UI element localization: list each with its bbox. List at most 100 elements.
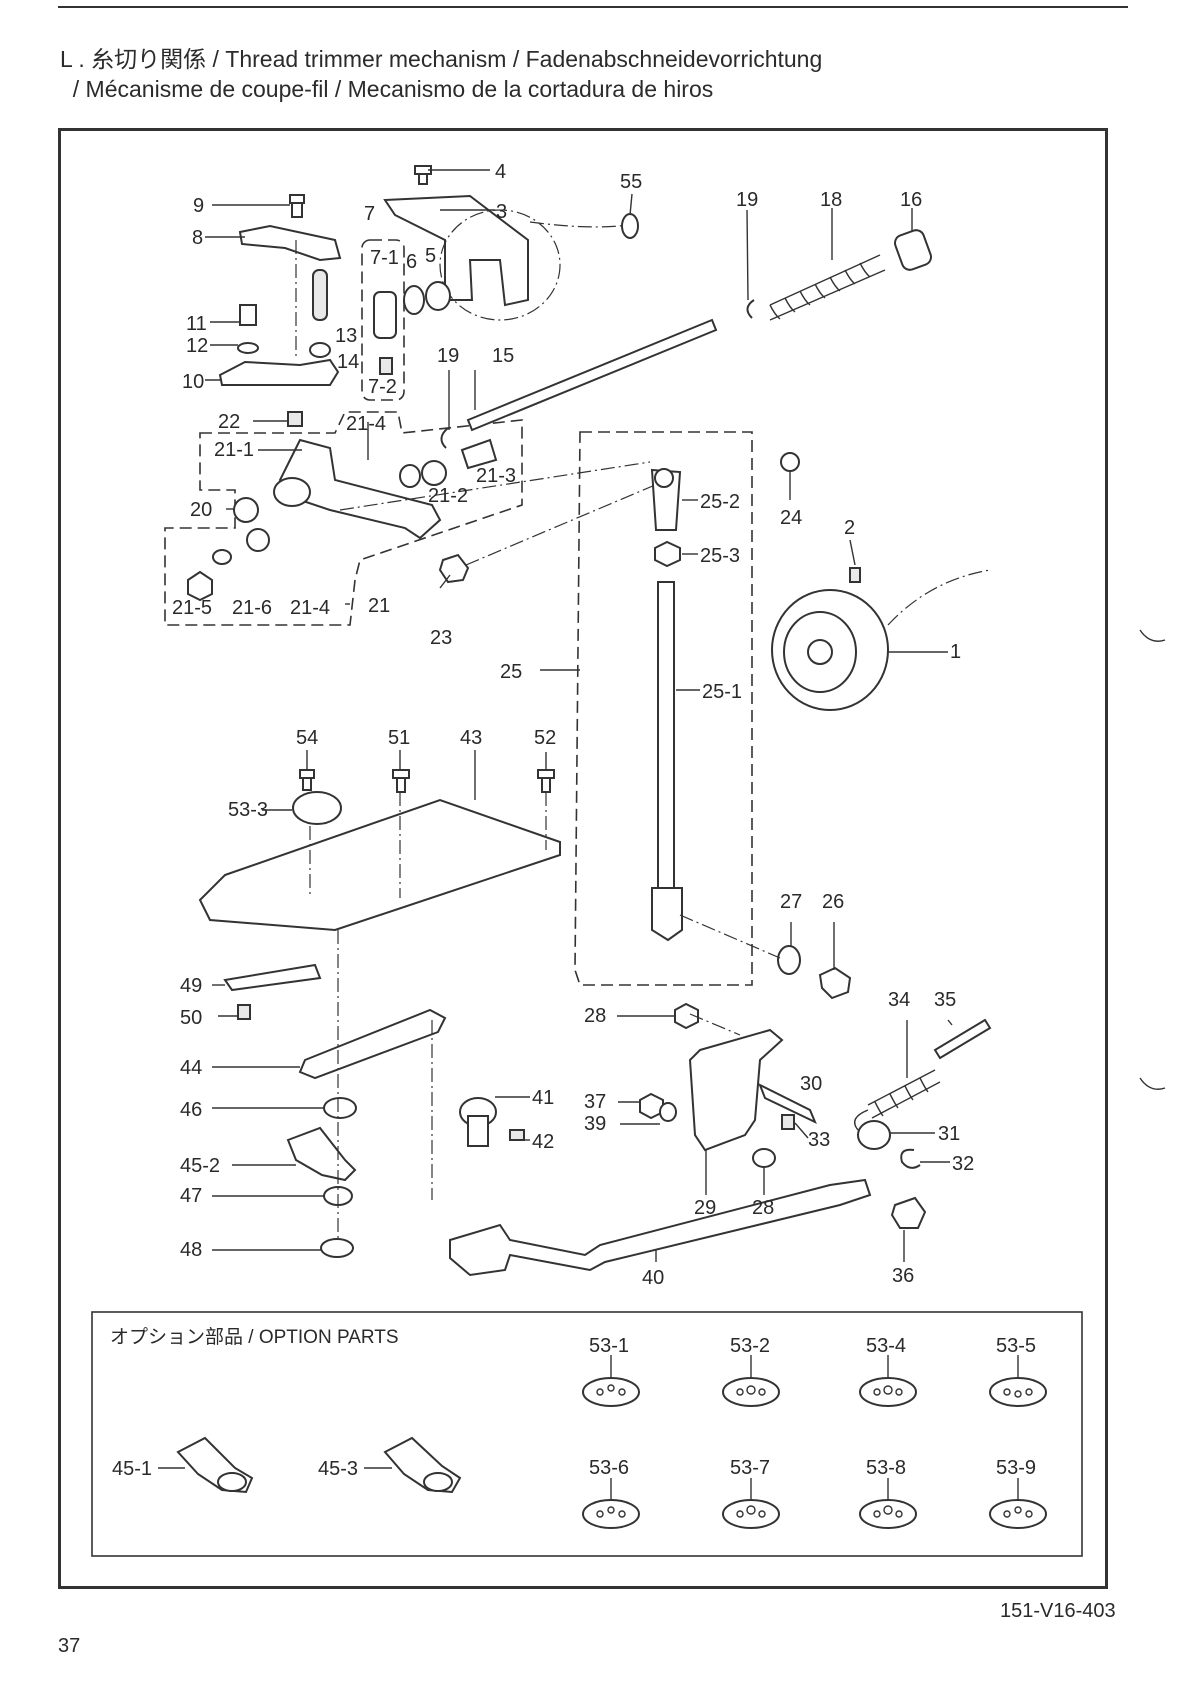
label-28-lower: 28 <box>752 1197 774 1219</box>
label-14: 14 <box>337 351 359 373</box>
label-22: 22 <box>218 411 240 433</box>
label-51: 51 <box>388 727 410 749</box>
part-39-washer <box>659 1102 677 1122</box>
option-53-7: 53-7 <box>722 1457 780 1529</box>
label-30: 30 <box>800 1073 822 1095</box>
part-13-spring-pin <box>312 269 328 321</box>
part-54-screw <box>299 769 315 791</box>
label-53-2: 53-2 <box>730 1335 770 1357</box>
label-53-1: 53-1 <box>589 1335 629 1357</box>
part-33-screw <box>781 1114 795 1130</box>
label-53-9: 53-9 <box>996 1457 1036 1479</box>
label-8: 8 <box>192 227 203 249</box>
label-44: 44 <box>180 1057 202 1079</box>
label-9: 9 <box>193 195 204 217</box>
part-14-collar <box>309 342 331 358</box>
diagram-frame <box>58 128 1108 1589</box>
part-25-1-clevis <box>651 887 683 942</box>
label-53-4: 53-4 <box>866 1335 906 1357</box>
part-25-3-nut <box>654 540 681 568</box>
label-21-3: 21-3 <box>476 465 516 487</box>
part-10-plate <box>218 358 340 386</box>
part-45-2-knife <box>286 1126 357 1182</box>
label-50: 50 <box>180 1007 202 1029</box>
label-52: 52 <box>534 727 556 749</box>
label-5: 5 <box>425 245 436 267</box>
label-45-3: 45-3 <box>318 1458 358 1480</box>
leader-lines <box>205 169 953 1262</box>
part-21-1-arm <box>278 438 442 540</box>
label-46: 46 <box>180 1099 202 1121</box>
label-2: 2 <box>844 517 855 539</box>
part-32-e-ring <box>900 1148 921 1169</box>
label-4: 4 <box>495 161 506 183</box>
label-12: 12 <box>186 335 208 357</box>
part-21-5-nut <box>187 570 213 602</box>
part-2-set-screw <box>849 567 861 583</box>
label-37: 37 <box>584 1091 606 1113</box>
axis-23-25 <box>465 484 656 566</box>
label-19-lower: 19 <box>437 345 459 367</box>
part-21-2-bushing <box>421 460 447 486</box>
part-49-knife <box>223 963 322 992</box>
part-1-cam-bore <box>807 639 833 665</box>
option-53-4: 53-4 <box>859 1335 917 1407</box>
label-53-8: 53-8 <box>866 1457 906 1479</box>
label-10: 10 <box>182 371 204 393</box>
part-36-screw <box>890 1196 927 1229</box>
part-28-washer-lower <box>752 1148 776 1168</box>
group-box-25 <box>574 431 753 986</box>
part-21-4-collar-lower <box>246 528 270 552</box>
label-36: 36 <box>892 1265 914 1287</box>
label-1: 1 <box>950 641 961 663</box>
label-55: 55 <box>620 171 642 193</box>
axis-25-27 <box>679 914 781 959</box>
label-21-1: 21-1 <box>214 439 254 461</box>
part-28-nut-upper <box>674 1002 699 1030</box>
label-7: 7 <box>364 203 375 225</box>
label-40: 40 <box>642 1267 664 1289</box>
part-29-bracket <box>688 1028 784 1152</box>
label-7-2: 7-2 <box>368 376 397 398</box>
label-11: 11 <box>186 313 207 335</box>
label-43: 43 <box>460 727 482 749</box>
binder-mark-upper <box>1139 629 1166 642</box>
part-41-body <box>467 1115 489 1147</box>
document-code: 151-V16-403 <box>1000 1600 1116 1622</box>
label-20: 20 <box>190 499 212 521</box>
part-50-screw <box>237 1004 251 1020</box>
label-18: 18 <box>820 189 842 211</box>
part-55-thread-guide <box>529 221 629 228</box>
label-45-1: 45-1 <box>112 1458 152 1480</box>
part-21-4-collar-upper <box>399 464 421 488</box>
label-32: 32 <box>952 1153 974 1175</box>
label-21: 21 <box>368 595 390 617</box>
part-51-screw <box>392 769 410 793</box>
axis-21-25 <box>339 461 651 511</box>
title-line-1: L . 糸切り関係 / Thread trimmer mechanism / F… <box>60 46 823 72</box>
axis-28-29 <box>689 1013 741 1036</box>
label-21-4-upper: 21-4 <box>346 413 386 435</box>
label-48: 48 <box>180 1239 202 1261</box>
part-21-1-hub <box>273 477 311 507</box>
part-44-link <box>298 1008 447 1080</box>
label-27: 27 <box>780 891 802 913</box>
part-18-spring <box>769 254 886 321</box>
label-13: 13 <box>335 325 357 347</box>
part-16-sleeve <box>894 229 932 271</box>
option-53-9: 53-9 <box>989 1457 1047 1529</box>
label-26: 26 <box>822 891 844 913</box>
top-rule <box>58 6 1128 8</box>
page-title: L . 糸切り関係 / Thread trimmer mechanism / F… <box>60 44 822 104</box>
part-52-screw <box>537 769 555 793</box>
label-21-4-lower: 21-4 <box>290 597 330 619</box>
part-34-spring <box>854 1069 941 1131</box>
part-22-screw <box>287 411 303 427</box>
part-35-spring-hook <box>933 1018 992 1060</box>
part-24-nut <box>780 452 800 472</box>
label-49: 49 <box>180 975 202 997</box>
page-number: 37 <box>58 1635 81 1657</box>
binder-mark-lower <box>1139 1077 1166 1090</box>
option-53-2: 53-2 <box>722 1335 780 1407</box>
